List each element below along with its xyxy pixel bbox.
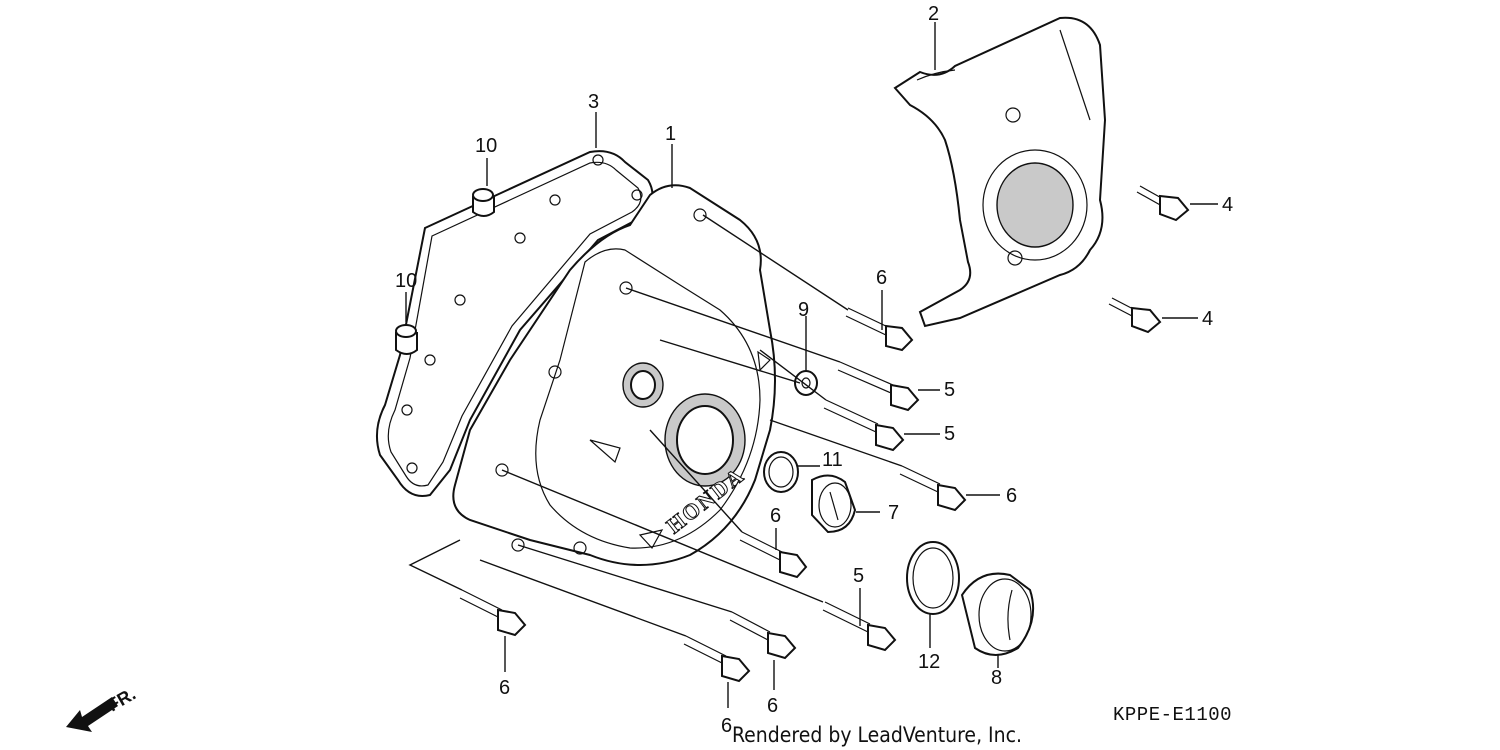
bolt-6-upper-right[interactable]	[845, 307, 914, 352]
bolt-5-upper[interactable]	[837, 361, 920, 412]
callout-11: 11	[822, 449, 843, 471]
bolt-6-bottom-mid[interactable]	[729, 611, 797, 660]
callout-6-upper: 6	[876, 267, 887, 289]
o-ring-11[interactable]	[763, 451, 799, 493]
front-direction-arrow-icon: FR.	[66, 684, 139, 732]
credit-text: Rendered by LeadVenture, Inc.	[732, 723, 1022, 747]
bolt-5-lower[interactable]	[822, 601, 897, 652]
callout-5-upper: 5	[944, 379, 955, 401]
callout-8: 8	[991, 667, 1002, 689]
dowel-pin-lower[interactable]	[395, 324, 418, 355]
callout-5-lower: 5	[853, 565, 864, 587]
callout-4-lower: 4	[1202, 308, 1213, 330]
callout-10-upper: 10	[475, 135, 497, 157]
left-crankcase-cover[interactable]: HONDA	[452, 184, 776, 566]
callout-6-left: 6	[499, 677, 510, 699]
callout-9: 9	[798, 299, 809, 321]
callout-10-lower: 10	[395, 270, 417, 292]
bolt-6-right[interactable]	[899, 465, 967, 512]
callout-7: 7	[888, 502, 899, 524]
callout-3: 3	[588, 91, 599, 113]
dowel-pin-upper[interactable]	[472, 188, 495, 217]
callout-1: 1	[665, 123, 676, 145]
callout-6-center: 6	[770, 505, 781, 527]
bolt-6-left[interactable]	[459, 589, 527, 637]
o-ring-12[interactable]	[906, 541, 960, 615]
callout-6-bottom: 6	[721, 715, 732, 737]
callout-5-middle: 5	[944, 423, 955, 445]
callout-12: 12	[918, 651, 940, 673]
bolt-4-upper[interactable]	[1136, 185, 1190, 222]
bolt-6-center[interactable]	[739, 531, 808, 579]
leader-lines	[405, 22, 1218, 708]
callout-2: 2	[928, 3, 939, 25]
bolt-6-bottom[interactable]	[683, 635, 751, 683]
diagram-code: KPPE-E1100	[1113, 704, 1232, 726]
callout-6-right: 6	[1006, 485, 1017, 507]
callout-6-bottom-mid: 6	[767, 695, 778, 717]
callout-4-upper: 4	[1222, 194, 1233, 216]
gasket-part[interactable]	[375, 150, 654, 497]
cap-8[interactable]	[960, 572, 1035, 656]
sprocket-cover[interactable]	[893, 16, 1107, 328]
cap-7[interactable]	[811, 474, 857, 534]
bolt-5-middle[interactable]	[823, 399, 905, 452]
bolt-4-lower[interactable]	[1108, 297, 1162, 334]
